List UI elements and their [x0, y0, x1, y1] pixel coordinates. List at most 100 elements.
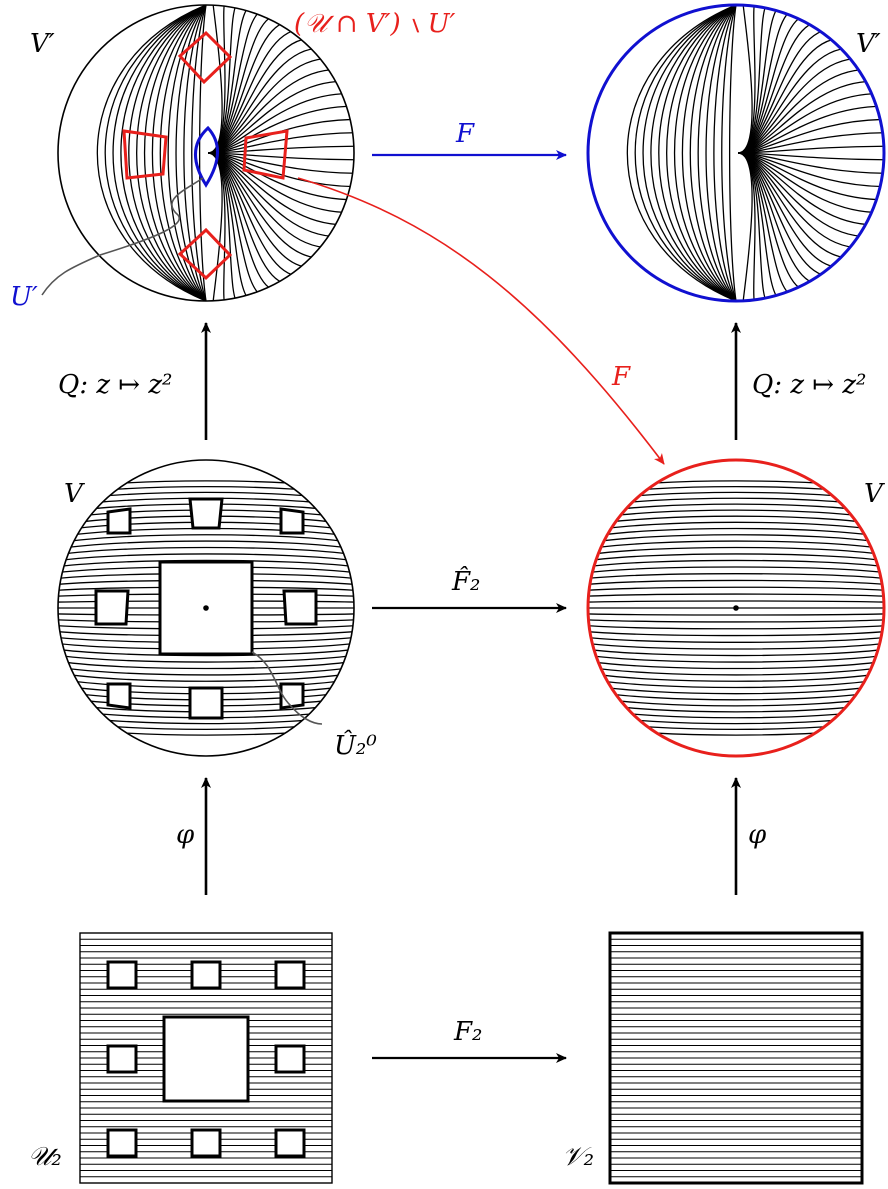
label-f2: F₂	[453, 1017, 482, 1047]
label-phi-right: φ	[748, 820, 767, 850]
stripe-curve	[588, 619, 884, 623]
stripe-curve	[588, 515, 884, 526]
disk-vprime-left	[57, 4, 355, 302]
label-u2: 𝒰₂	[28, 1142, 62, 1172]
fan-curve	[666, 5, 737, 301]
stripe-curve	[588, 725, 884, 736]
label-q-right: Q: z ↦ z²	[752, 370, 866, 400]
arrow-f-diagonal	[297, 177, 665, 465]
fan-curve	[120, 5, 207, 301]
stripe-curve	[588, 521, 884, 532]
stripe-curve	[58, 678, 354, 689]
disk-vprime-right	[586, 3, 886, 303]
label-v-left: V	[64, 479, 85, 509]
stripe-curve	[588, 553, 884, 562]
stripe-curve	[58, 719, 354, 731]
label-f-top: F	[455, 119, 475, 149]
stripe-curve	[588, 485, 884, 497]
label-f-diagonal: F	[611, 362, 631, 392]
stripe-curve	[588, 586, 884, 591]
stripe-curve	[588, 546, 884, 556]
stripe-curve	[58, 725, 354, 736]
stripe-curve	[588, 600, 884, 603]
fan-curve	[198, 5, 207, 301]
stripe-curve	[588, 690, 884, 701]
stripe-curve	[588, 654, 884, 663]
label-v2: 𝒱₂	[562, 1142, 594, 1172]
stripe-curve	[588, 491, 884, 503]
stripe-curve	[588, 503, 884, 514]
label-q-left: Q: z ↦ z²	[58, 370, 172, 400]
stripe-curve	[588, 509, 884, 520]
fan-curve	[634, 5, 737, 301]
stripe-curve	[588, 559, 884, 568]
stripe-curve	[588, 566, 884, 574]
square-v2	[608, 931, 864, 1185]
fan-curve	[697, 5, 737, 301]
fan-curve	[721, 5, 737, 301]
stripe-curve	[588, 613, 884, 616]
fan-curve	[689, 5, 737, 301]
fan-curve	[136, 5, 207, 301]
stripe-curve	[58, 534, 354, 544]
stripe-curve	[58, 480, 354, 491]
stripe-curve	[588, 713, 884, 725]
stripe-curve	[588, 534, 884, 544]
square-u2	[79, 932, 333, 1184]
stripe-curve	[588, 625, 884, 630]
leader-u2hat0	[251, 651, 323, 725]
label-vprime-left: V′	[30, 29, 55, 59]
fan-curve	[128, 5, 207, 301]
stripe-curve	[588, 527, 884, 538]
fan-curve	[673, 5, 737, 301]
fan-curve	[183, 5, 207, 301]
stripe-curve	[588, 642, 884, 650]
stripe-curve	[588, 480, 884, 491]
label-uprime: U′	[10, 282, 38, 312]
stripe-curve	[588, 678, 884, 689]
stripe-curve	[58, 648, 354, 657]
red-pieces-top-left	[122, 30, 289, 281]
stripe-curve	[58, 660, 354, 670]
fan-curve	[737, 5, 753, 154]
fan-curve	[626, 5, 737, 301]
uprime-region	[194, 125, 219, 188]
label-v-right: V	[864, 479, 885, 509]
stripe-curve	[588, 573, 884, 580]
label-u2-hat-0: Û₂⁰	[334, 729, 377, 761]
fan-curve	[728, 5, 737, 301]
leader-lines	[41, 177, 323, 725]
labels: V′ (𝒰 ∩ V′) ∖ U′ U′ V′ F F Q: z ↦ z² Q: …	[10, 9, 885, 1172]
fan-curve	[705, 5, 737, 301]
fan-curve	[151, 5, 207, 301]
fan-curve	[681, 5, 737, 301]
stripe-curve	[58, 654, 354, 663]
stripe-curve	[588, 666, 884, 676]
stripe-curve	[58, 485, 354, 497]
stripe-curve	[588, 684, 884, 695]
label-u-cap-vprime-minus-uprime: (𝒰 ∩ V′) ∖ U′	[294, 9, 456, 39]
stripe-curve	[588, 593, 884, 597]
arrows	[201, 150, 741, 1063]
stripe-curve	[588, 702, 884, 713]
stripe-curve	[588, 660, 884, 670]
fan-curve	[175, 5, 207, 301]
fan-curve	[104, 5, 207, 301]
stripe-curve	[588, 540, 884, 550]
fan-curve	[642, 5, 737, 301]
stripe-curve	[588, 631, 884, 637]
stripe-curve	[58, 553, 354, 562]
stripe-curve	[588, 648, 884, 657]
fan-curve	[191, 5, 207, 301]
fan-curve	[737, 152, 753, 301]
stripe-curve	[58, 540, 354, 550]
stripe-curve	[58, 546, 354, 556]
stripe-curve	[58, 666, 354, 676]
leader-uprime	[41, 177, 204, 296]
fan-curve	[112, 5, 207, 301]
disk-v-left	[57, 459, 355, 757]
fan-curve	[167, 5, 207, 301]
stripe-curve	[588, 719, 884, 731]
stripe-curve	[58, 559, 354, 568]
